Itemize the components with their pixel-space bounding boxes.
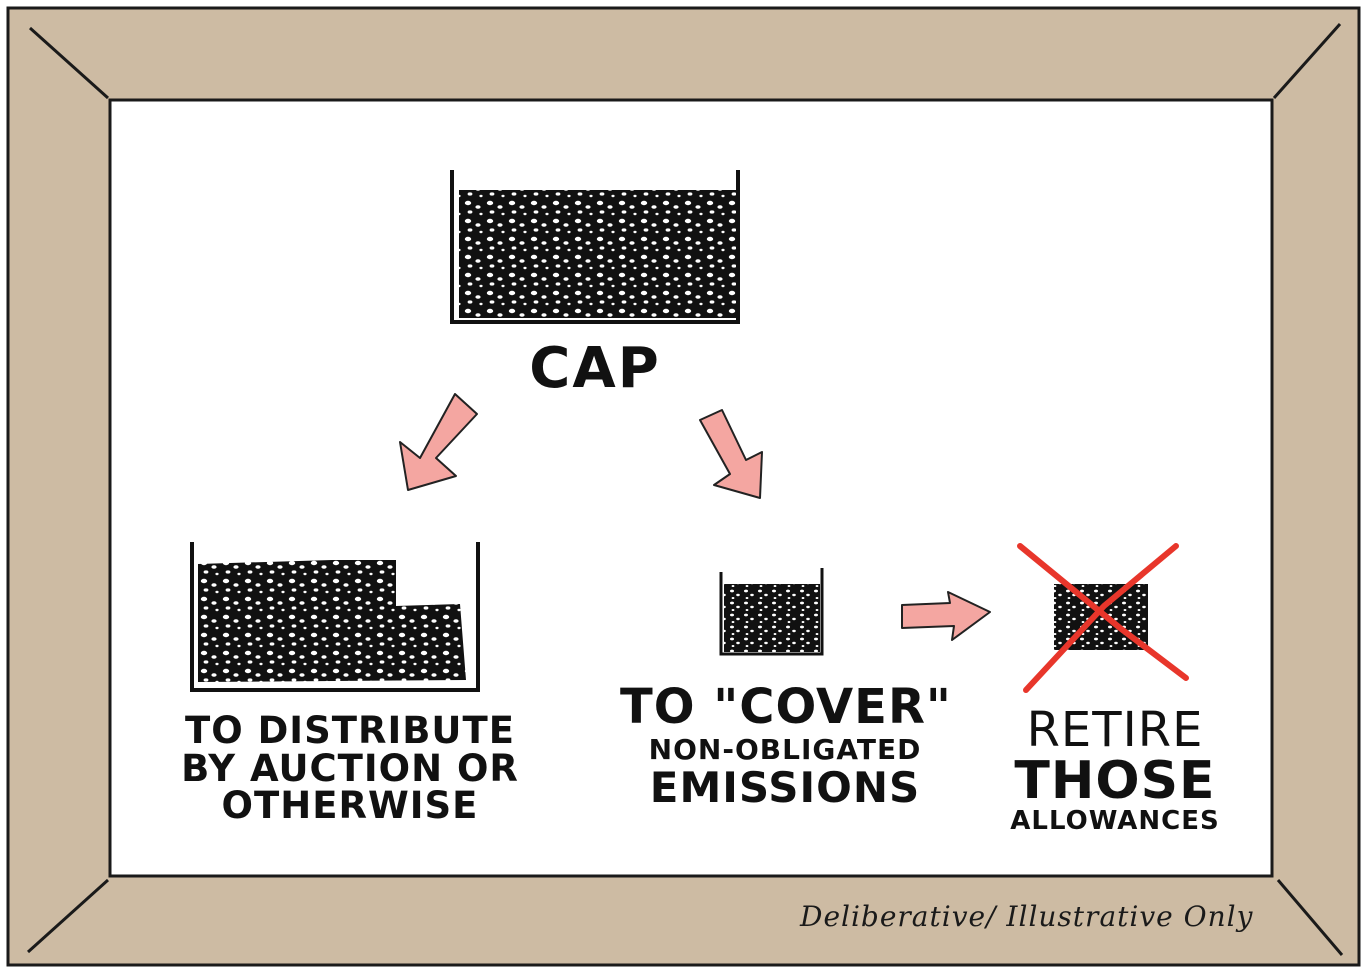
cover-label: TO "COVER" NON-OBLIGATED EMISSIONS	[620, 679, 952, 812]
distribute-container	[190, 542, 480, 692]
cover-container	[719, 568, 824, 656]
cover-label-line-1: TO "COVER"	[620, 679, 952, 735]
distribute-label-line-1: TO DISTRIBUTE	[185, 709, 515, 752]
red-x-icon	[1017, 543, 1189, 693]
retire-label-line-1: RETIRE	[1026, 702, 1204, 758]
arrow-right-icon	[901, 591, 991, 641]
frame-corner-lines	[26, 23, 1344, 956]
footnote: Deliberative/ Illustrative Only	[800, 900, 1254, 933]
cover-label-line-2: NON-OBLIGATED	[648, 732, 922, 766]
arrow-down-right-icon	[699, 409, 763, 499]
retire-label-line-3: ALLOWANCES	[1010, 805, 1220, 836]
arrow-down-left-icon	[399, 393, 478, 491]
distribute-label-line-2: BY AUCTION OR	[181, 746, 519, 790]
cap-container	[450, 170, 740, 324]
retire-label: RETIRE THOSE ALLOWANCES	[985, 706, 1245, 835]
distribute-label-line-3: OTHERWISE	[221, 784, 479, 828]
distribute-label: TO DISTRIBUTE BY AUCTION OR OTHERWISE	[160, 712, 540, 825]
cap-label: CAP	[529, 336, 661, 401]
cover-label-line-3: EMISSIONS	[649, 762, 921, 812]
retire-label-line-2: THOSE	[1014, 750, 1216, 811]
